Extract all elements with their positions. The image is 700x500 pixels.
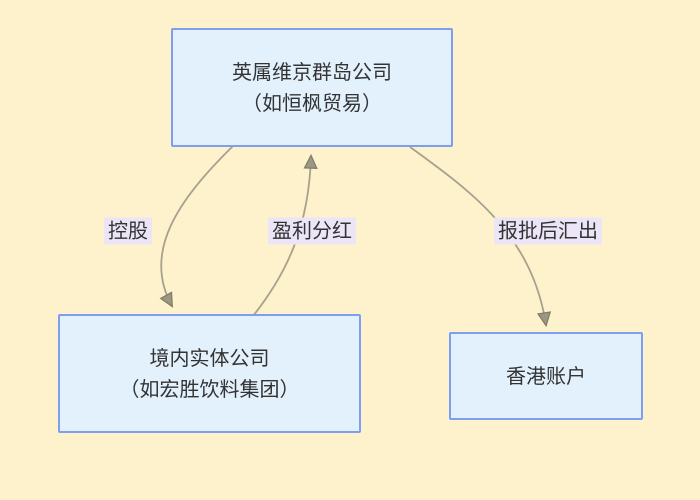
node-domestic-company-line1: 境内实体公司 — [149, 345, 270, 370]
node-bvi-company-line2: （如恒枫贸易） — [242, 90, 382, 115]
edge-label-remit: 报批后汇出 — [494, 217, 602, 245]
node-domestic-company: 境内实体公司 （如宏胜饮料集团） — [58, 314, 361, 433]
edge-dividend — [252, 156, 311, 317]
edge-label-dividend: 盈利分红 — [268, 217, 356, 245]
node-hk-account-line1: 香港账户 — [506, 363, 586, 388]
node-hk-account: 香港账户 — [449, 332, 643, 420]
node-bvi-company-line1: 英属维京群岛公司 — [232, 59, 392, 84]
node-bvi-company: 英属维京群岛公司 （如恒枫贸易） — [171, 28, 453, 147]
edge-holding — [161, 145, 234, 306]
edge-label-holding: 控股 — [104, 217, 152, 245]
node-domestic-company-line2: （如宏胜饮料集团） — [119, 376, 300, 401]
